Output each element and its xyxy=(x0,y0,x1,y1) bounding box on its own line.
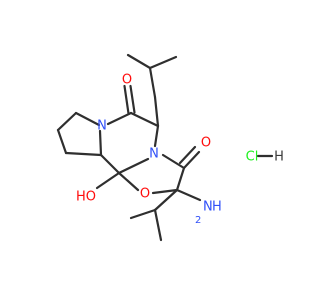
bond-c2-nh2 xyxy=(175,188,202,202)
hydroxy-group: HO xyxy=(76,190,96,205)
amino-hydrogen: H xyxy=(212,200,222,215)
bond-npyr-c1 xyxy=(74,111,101,127)
bond-ch-ch3b xyxy=(126,53,152,70)
bond-o-c8a xyxy=(117,171,140,192)
bond-ch-ch3-left xyxy=(129,208,157,220)
bond-c2-o xyxy=(151,188,179,195)
bond-c8a-oh xyxy=(95,171,121,190)
bond-ch2-ch xyxy=(148,66,157,99)
bond-c3-c9 xyxy=(64,151,103,157)
atom-label-layer: O N N O O HO N H 2 Cl H xyxy=(76,73,284,227)
bond-c5-c6 xyxy=(129,111,160,128)
bond-c5-npyr xyxy=(106,111,133,126)
bond-ch-ch3-down xyxy=(153,208,163,242)
bond-c6-ch2 xyxy=(153,95,160,128)
bond-ketone-top-double-2 xyxy=(129,84,136,114)
bond-c3-c2 xyxy=(175,166,186,192)
nitrogen-ring: N xyxy=(149,147,159,162)
bond-n-c8a xyxy=(117,157,150,175)
bond-ch-ch3a xyxy=(148,55,178,70)
nitrogen-pyrrolidine: N xyxy=(97,119,107,134)
bond-c9-npyr xyxy=(98,129,103,157)
oxygen-ketone-right: O xyxy=(201,136,211,151)
chlorine-atom: Cl xyxy=(246,150,259,165)
bond-c6-n xyxy=(153,124,160,148)
bond-c3-o-keto-2 xyxy=(178,145,197,165)
bond-c2-ch xyxy=(153,188,179,212)
bond-c2-c3 xyxy=(56,128,68,155)
oxygen-ring: O xyxy=(140,187,150,202)
bond-ketone-top-double-1 xyxy=(123,84,130,115)
nitrogen-amino: N xyxy=(203,200,213,215)
structure-canvas: O N N O O HO N H 2 Cl H xyxy=(56,53,284,242)
bond-n-c3 xyxy=(161,153,186,170)
bond-c8a-c9 xyxy=(99,153,121,175)
hydrogen-atom: H xyxy=(274,150,284,165)
bond-c3-o-keto-1 xyxy=(182,150,201,170)
oxygen-ketone-top: O xyxy=(122,73,132,88)
amino-hydrogen-subscript: 2 xyxy=(195,215,201,226)
bond-layer xyxy=(56,53,274,242)
bond-c1-c2 xyxy=(56,111,78,132)
molecule-structure: O N N O O HO N H 2 Cl H xyxy=(56,53,284,242)
